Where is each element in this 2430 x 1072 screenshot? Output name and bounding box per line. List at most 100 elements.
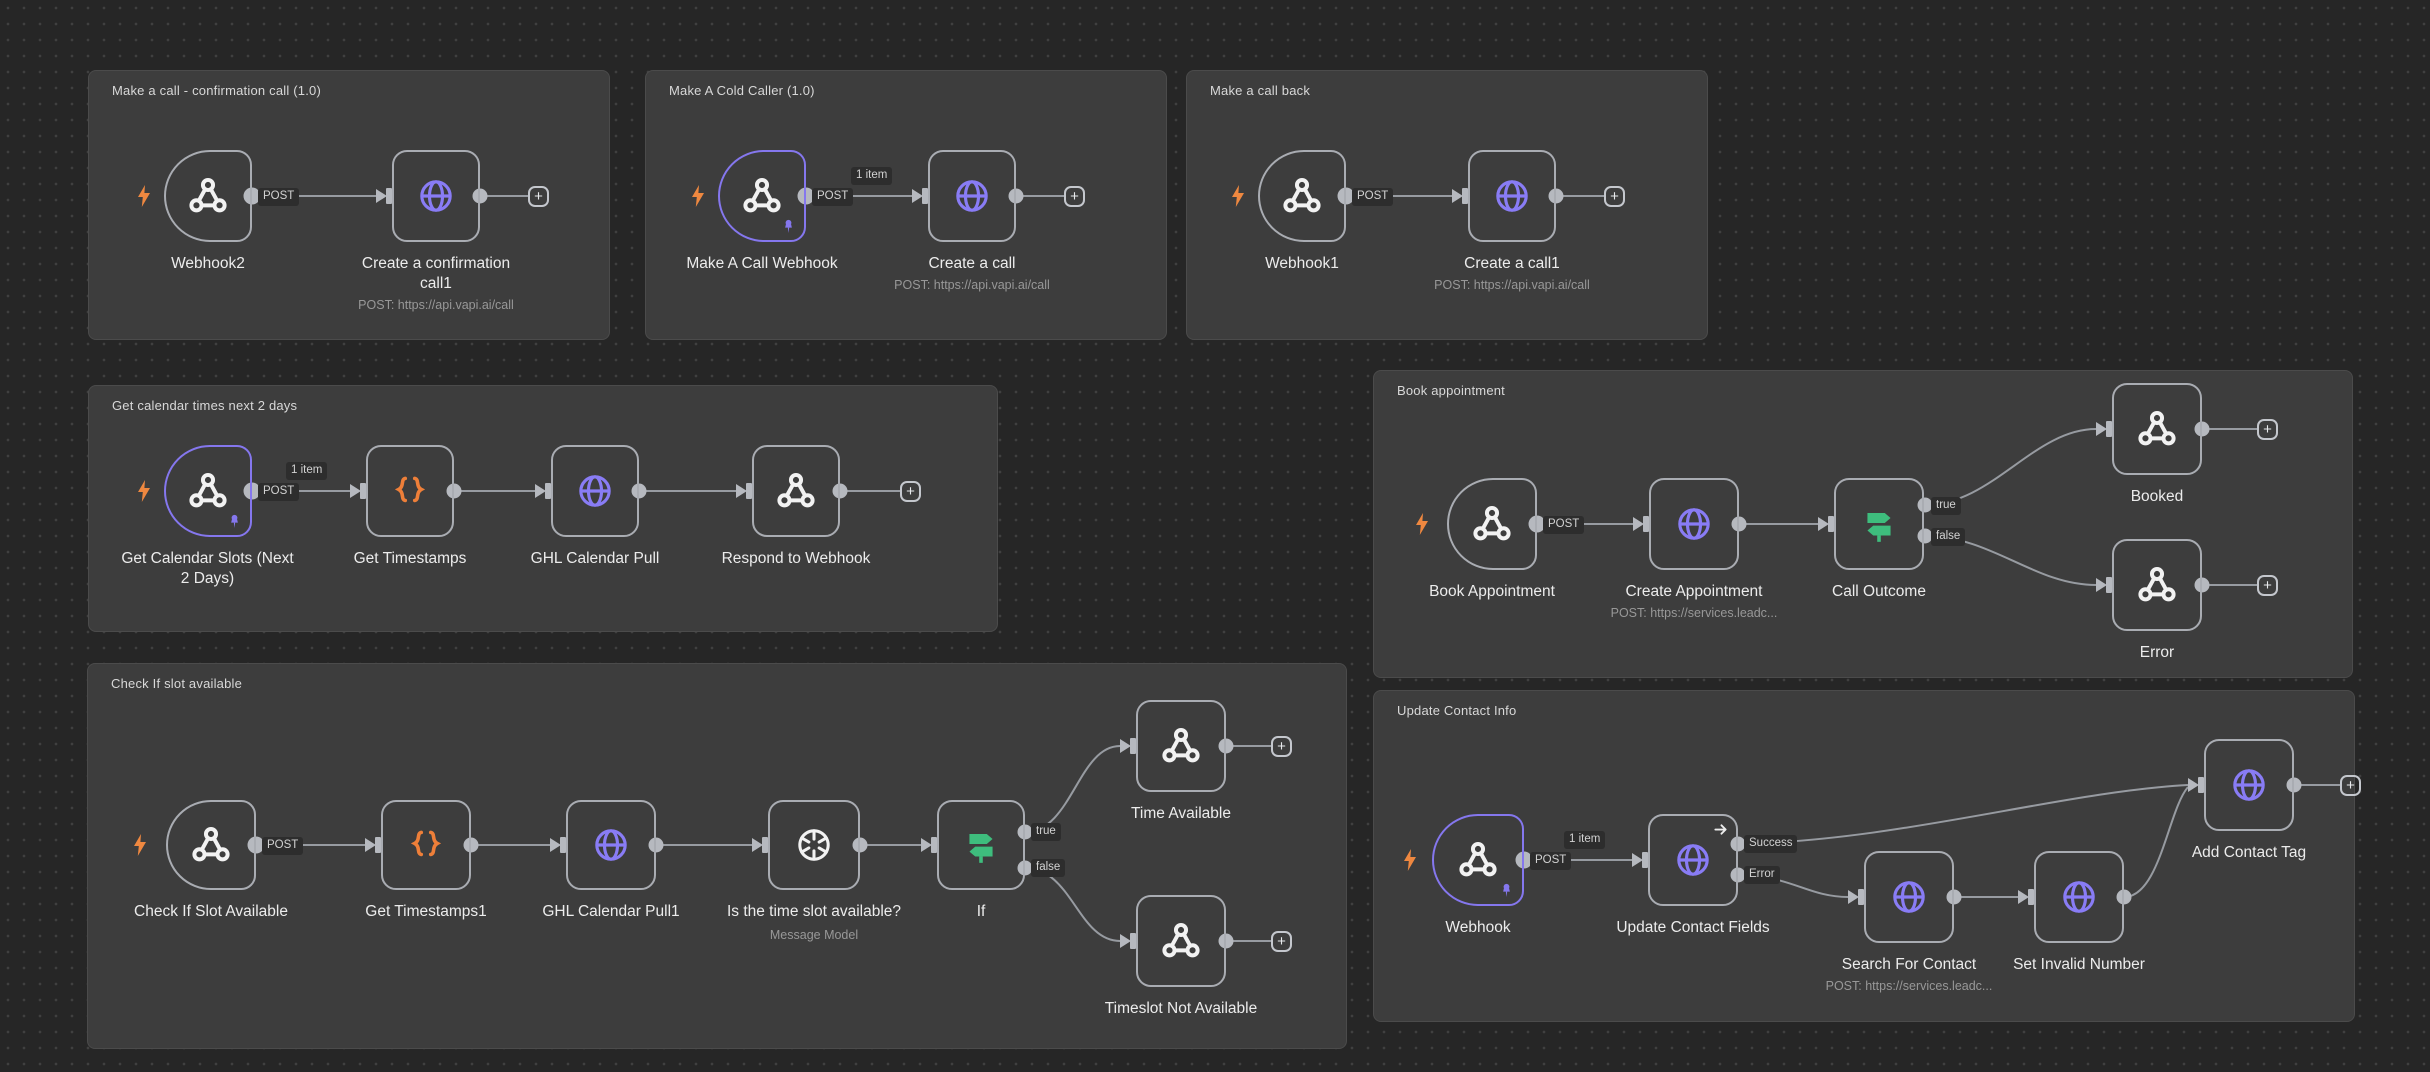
item-count-chip: 1 item [1564, 831, 1606, 849]
group-title: Get calendar times next 2 days [112, 398, 298, 413]
trigger-bolt-icon [1230, 185, 1246, 207]
add-node-button[interactable]: + [1271, 736, 1292, 757]
item-count-chip: 1 item [286, 462, 328, 480]
node-subtitle: POST: https://api.vapi.ai/call [358, 298, 514, 312]
globe-http-icon [2228, 764, 2270, 806]
node-create-a-call[interactable] [928, 150, 1016, 242]
node-webhook[interactable] [1432, 814, 1524, 906]
node-label: Create a call [928, 255, 1016, 272]
node-add-contact-tag[interactable] [2204, 739, 2294, 831]
node-label: Book Appointment [1429, 583, 1555, 600]
globe-http-icon [415, 175, 457, 217]
node-label: Get Timestamps [353, 550, 467, 567]
node-subtitle: POST: https://services.leadc... [1610, 606, 1778, 620]
node-respond-to-webhook[interactable] [752, 445, 840, 537]
node-label: Timeslot Not Available [1104, 1000, 1258, 1017]
node-label: Error [2139, 644, 2175, 661]
node-call-outcome[interactable] [1834, 478, 1924, 570]
node-webhook2[interactable] [164, 150, 252, 242]
node-create-a-call1[interactable] [1468, 150, 1556, 242]
node-label: Add Contact Tag [2191, 844, 2307, 861]
node-update-contact-fields[interactable] [1648, 814, 1738, 906]
globe-http-icon [590, 824, 632, 866]
node-label: Webhook [1445, 919, 1511, 936]
add-node-button[interactable]: + [2257, 575, 2278, 596]
globe-http-icon [1491, 175, 1533, 217]
globe-http-icon [2058, 876, 2100, 918]
webhook-icon [1470, 502, 1514, 546]
node-label: Webhook2 [171, 255, 245, 272]
add-node-button[interactable]: + [2257, 419, 2278, 440]
add-node-button[interactable]: + [528, 186, 549, 207]
globe-http-icon [1672, 839, 1714, 881]
node-timeslot-not-available[interactable] [1136, 895, 1226, 987]
arrow-right-icon [1713, 822, 1728, 837]
node-get-calendar-slots[interactable] [164, 445, 252, 537]
group-title: Check If slot available [111, 676, 243, 691]
add-node-button[interactable]: + [1064, 186, 1085, 207]
method-chip: POST [1543, 516, 1585, 534]
group-title: Make A Cold Caller (1.0) [669, 83, 815, 98]
node-ghl-calendar-pull[interactable] [551, 445, 639, 537]
node-book-appointment[interactable] [1447, 478, 1537, 570]
openai-icon [793, 824, 835, 866]
code-braces-icon [405, 824, 447, 866]
respond-webhook-icon [774, 469, 818, 513]
output-chip-false: false [1031, 859, 1066, 877]
trigger-bolt-icon [136, 480, 152, 502]
add-node-button[interactable]: + [900, 481, 921, 502]
node-get-timestamps1[interactable] [381, 800, 471, 890]
node-subtitle: Message Model [769, 928, 859, 942]
globe-http-icon [1673, 503, 1715, 545]
node-get-timestamps[interactable] [366, 445, 454, 537]
input-ports[interactable] [350, 188, 2204, 949]
output-chip-true: true [1931, 497, 1961, 515]
method-chip: POST [1530, 852, 1572, 870]
output-ports[interactable] [243, 187, 2302, 949]
output-chip-false: false [1931, 528, 1966, 546]
node-label: GHL Calendar Pull1 [542, 903, 680, 920]
webhook-icon [1280, 174, 1324, 218]
node-make-a-call-webhook[interactable] [718, 150, 806, 242]
node-create-appointment[interactable] [1649, 478, 1739, 570]
node-ghl-calendar-pull1[interactable] [566, 800, 656, 890]
pin-icon [1499, 883, 1514, 898]
node-check-if-slot-available[interactable] [166, 800, 256, 890]
add-node-button[interactable]: + [1271, 931, 1292, 952]
node-search-for-contact[interactable] [1864, 851, 1954, 943]
group-title: Update Contact Info [1397, 703, 1517, 718]
pin-icon [227, 514, 242, 529]
node-webhook1[interactable] [1258, 150, 1346, 242]
node-label: Get Timestamps1 [365, 903, 487, 920]
trigger-bolt-icon [690, 185, 706, 207]
node-time-available[interactable] [1136, 700, 1226, 792]
node-error[interactable] [2112, 539, 2202, 631]
node-label: Is the time slot available? [726, 903, 902, 920]
node-create-a-confirmation-call1[interactable] [392, 150, 480, 242]
add-node-button[interactable]: + [2340, 775, 2361, 796]
signpost-switch-icon [1858, 503, 1900, 545]
add-node-button[interactable]: + [1604, 186, 1625, 207]
method-chip: POST [1352, 188, 1394, 206]
node-booked[interactable] [2112, 383, 2202, 475]
respond-webhook-icon [1159, 919, 1203, 963]
node-is-the-time-slot-available[interactable] [768, 800, 860, 890]
webhook-icon [189, 823, 233, 867]
node-label: Set Invalid Number [2013, 956, 2145, 973]
node-label: Search For Contact [1841, 956, 1977, 973]
respond-webhook-icon [2135, 407, 2179, 451]
output-chip-true: true [1031, 823, 1061, 841]
node-label: Update Contact Fields [1616, 919, 1770, 936]
item-count-chip: 1 item [851, 167, 893, 185]
node-label: Call Outcome [1832, 583, 1926, 600]
trigger-bolt-icon [132, 834, 148, 856]
node-if[interactable] [937, 800, 1025, 890]
node-label: Booked [2130, 488, 2184, 505]
globe-http-icon [951, 175, 993, 217]
output-chip-error: Error [1744, 866, 1780, 884]
webhook-icon [1456, 838, 1500, 882]
respond-webhook-icon [2135, 563, 2179, 607]
node-label: Time Available [1131, 805, 1231, 822]
node-set-invalid-number[interactable] [2034, 851, 2124, 943]
node-label: GHL Calendar Pull [530, 550, 660, 567]
